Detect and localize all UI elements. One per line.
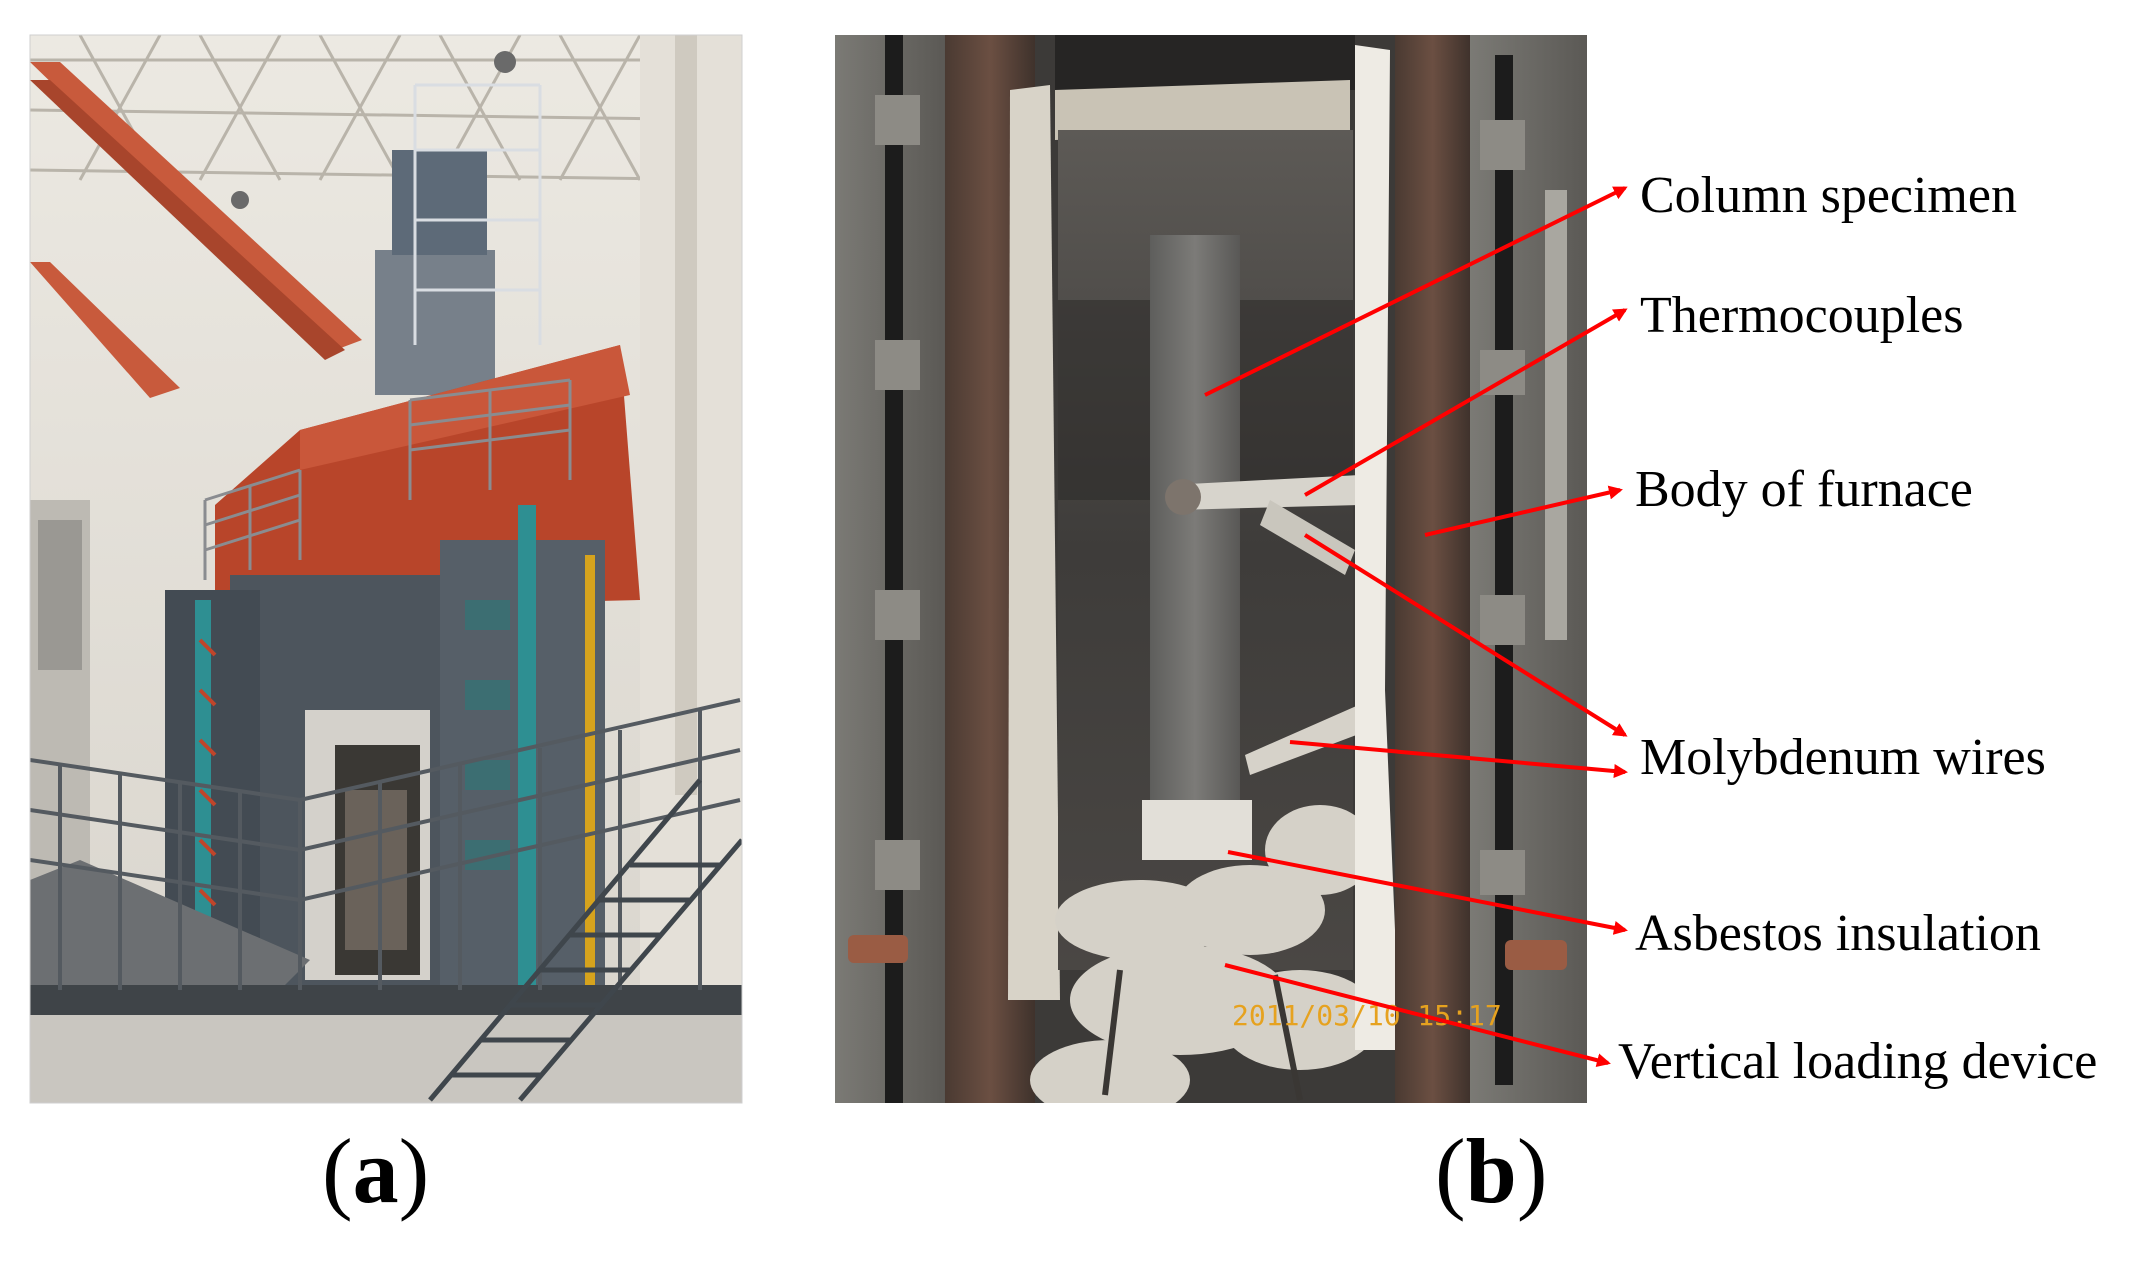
arrow-body-of-furnace [1424,485,1623,537]
callout-body-of-furnace: Body of furnace [1635,461,1973,518]
right-door-frame [1395,35,1470,1103]
crane-beam-shadow [30,80,345,360]
arrow-column-specimen [1204,186,1628,397]
arrow-vertical-loading-device [1224,963,1611,1068]
callout-arrows [1204,186,1628,1068]
callout-thermocouples: Thermocouples [1640,287,1964,344]
asbestos-block [1142,800,1252,860]
hydraulic-tower [375,250,495,395]
photo-a [29,34,743,1104]
crane-beam [30,62,362,352]
photo-timestamp: 2011/03/10 15:17 [1232,999,1502,1032]
callout-vertical-loading-device: Vertical loading device [1618,1033,2098,1090]
callout-molybdenum-wires: Molybdenum wires [1640,729,2046,786]
walkway-railing [30,698,741,990]
lamp-icon [494,51,516,73]
right-steel-wall [1470,35,1587,1103]
molybdenum-wire-tube [1245,700,1375,775]
top-railing [203,378,572,580]
arrow-molybdenum-wires-1 [1303,533,1628,737]
staircase [428,778,742,1102]
crane-beam [30,262,180,398]
left-insulation [1008,85,1060,1000]
asbestos-fill [1030,805,1380,1103]
column-specimen [1150,235,1240,805]
arrow-asbestos-insulation [1227,850,1628,935]
arrow-thermocouples [1303,308,1628,497]
panel-label-b: (b) [1435,1120,1548,1222]
callout-asbestos-insulation: Asbestos insulation [1635,905,2041,962]
panel-label-a: (a) [322,1120,430,1222]
callout-column-specimen: Column specimen [1640,167,2017,224]
arrow-molybdenum-wires-2 [1289,740,1628,778]
lamp-icon [231,191,249,209]
photo-b: 2011/03/10 15:17 [835,35,1587,1103]
right-insulation [1355,45,1400,1050]
